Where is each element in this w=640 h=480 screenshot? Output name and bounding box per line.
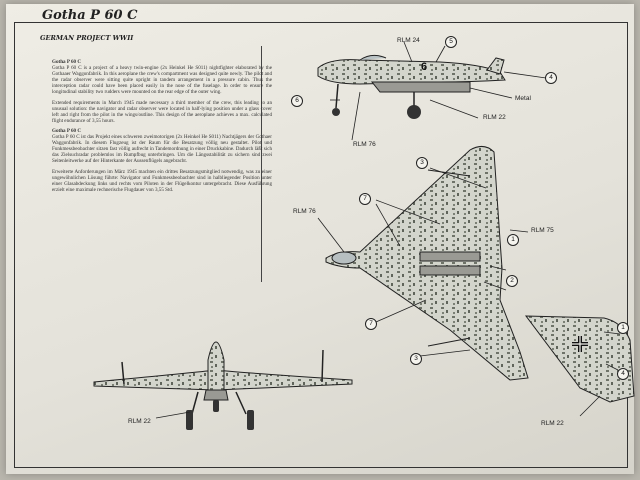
rlm22-front-label: RLM 22 — [128, 418, 151, 425]
top-view-aircraft — [317, 146, 529, 381]
model-title: Gotha P 60 C — [42, 8, 138, 23]
callout-side-6: 6 — [291, 95, 303, 107]
callout-top-2: 2 — [506, 275, 518, 287]
rlm75-label: RLM 75 — [531, 227, 554, 234]
english-paragraph-2: Extended requirements in March 1945 made… — [52, 99, 272, 124]
callout-detail-4: 4 — [617, 368, 629, 380]
rlm76-top-label: RLM 76 — [293, 208, 316, 215]
rlm76-side-label: RLM 76 — [353, 141, 376, 148]
callout-top-7b: 7 — [365, 318, 377, 330]
rlm22-side-label: RLM 22 — [483, 114, 506, 121]
callout-top-3b: 3 — [410, 353, 422, 365]
german-paragraph-1: Gotha P 60 C ist das Projekt eines schwe… — [52, 134, 272, 165]
sheet-border — [14, 22, 628, 468]
english-paragraph-1: Gotha P 60 C is a project of a heavy twi… — [52, 65, 272, 96]
column-divider — [261, 46, 262, 282]
side-view-aircraft: 6 — [317, 41, 547, 141]
callout-side-4: 4 — [545, 72, 557, 84]
callout-side-5: 5 — [445, 36, 457, 48]
rlm24-label: RLM 24 — [397, 37, 420, 44]
german-paragraph-2: Erweiterte Anforderungen im März 1945 ma… — [52, 168, 272, 193]
fuselage-number: 6 — [421, 61, 427, 73]
callout-top-1: 1 — [507, 234, 519, 246]
model-subtitle: GERMAN PROJECT WWII — [40, 34, 134, 42]
front-view-aircraft — [93, 341, 353, 430]
callout-top-7a: 7 — [359, 193, 371, 205]
rlm22-detail-label: RLM 22 — [541, 420, 564, 427]
metal-label: Metal — [515, 95, 531, 102]
callout-detail-1: 1 — [617, 322, 629, 334]
description-column: Gotha P 60 C Gotha P 60 C is a project o… — [52, 59, 272, 197]
callout-top-3a: 3 — [416, 157, 428, 169]
instruction-sheet: Gotha P 60 C GERMAN PROJECT WWII Gotha P… — [6, 4, 634, 474]
english-heading: Gotha P 60 C — [52, 59, 82, 65]
german-heading: Gotha P 60 C — [52, 127, 82, 134]
